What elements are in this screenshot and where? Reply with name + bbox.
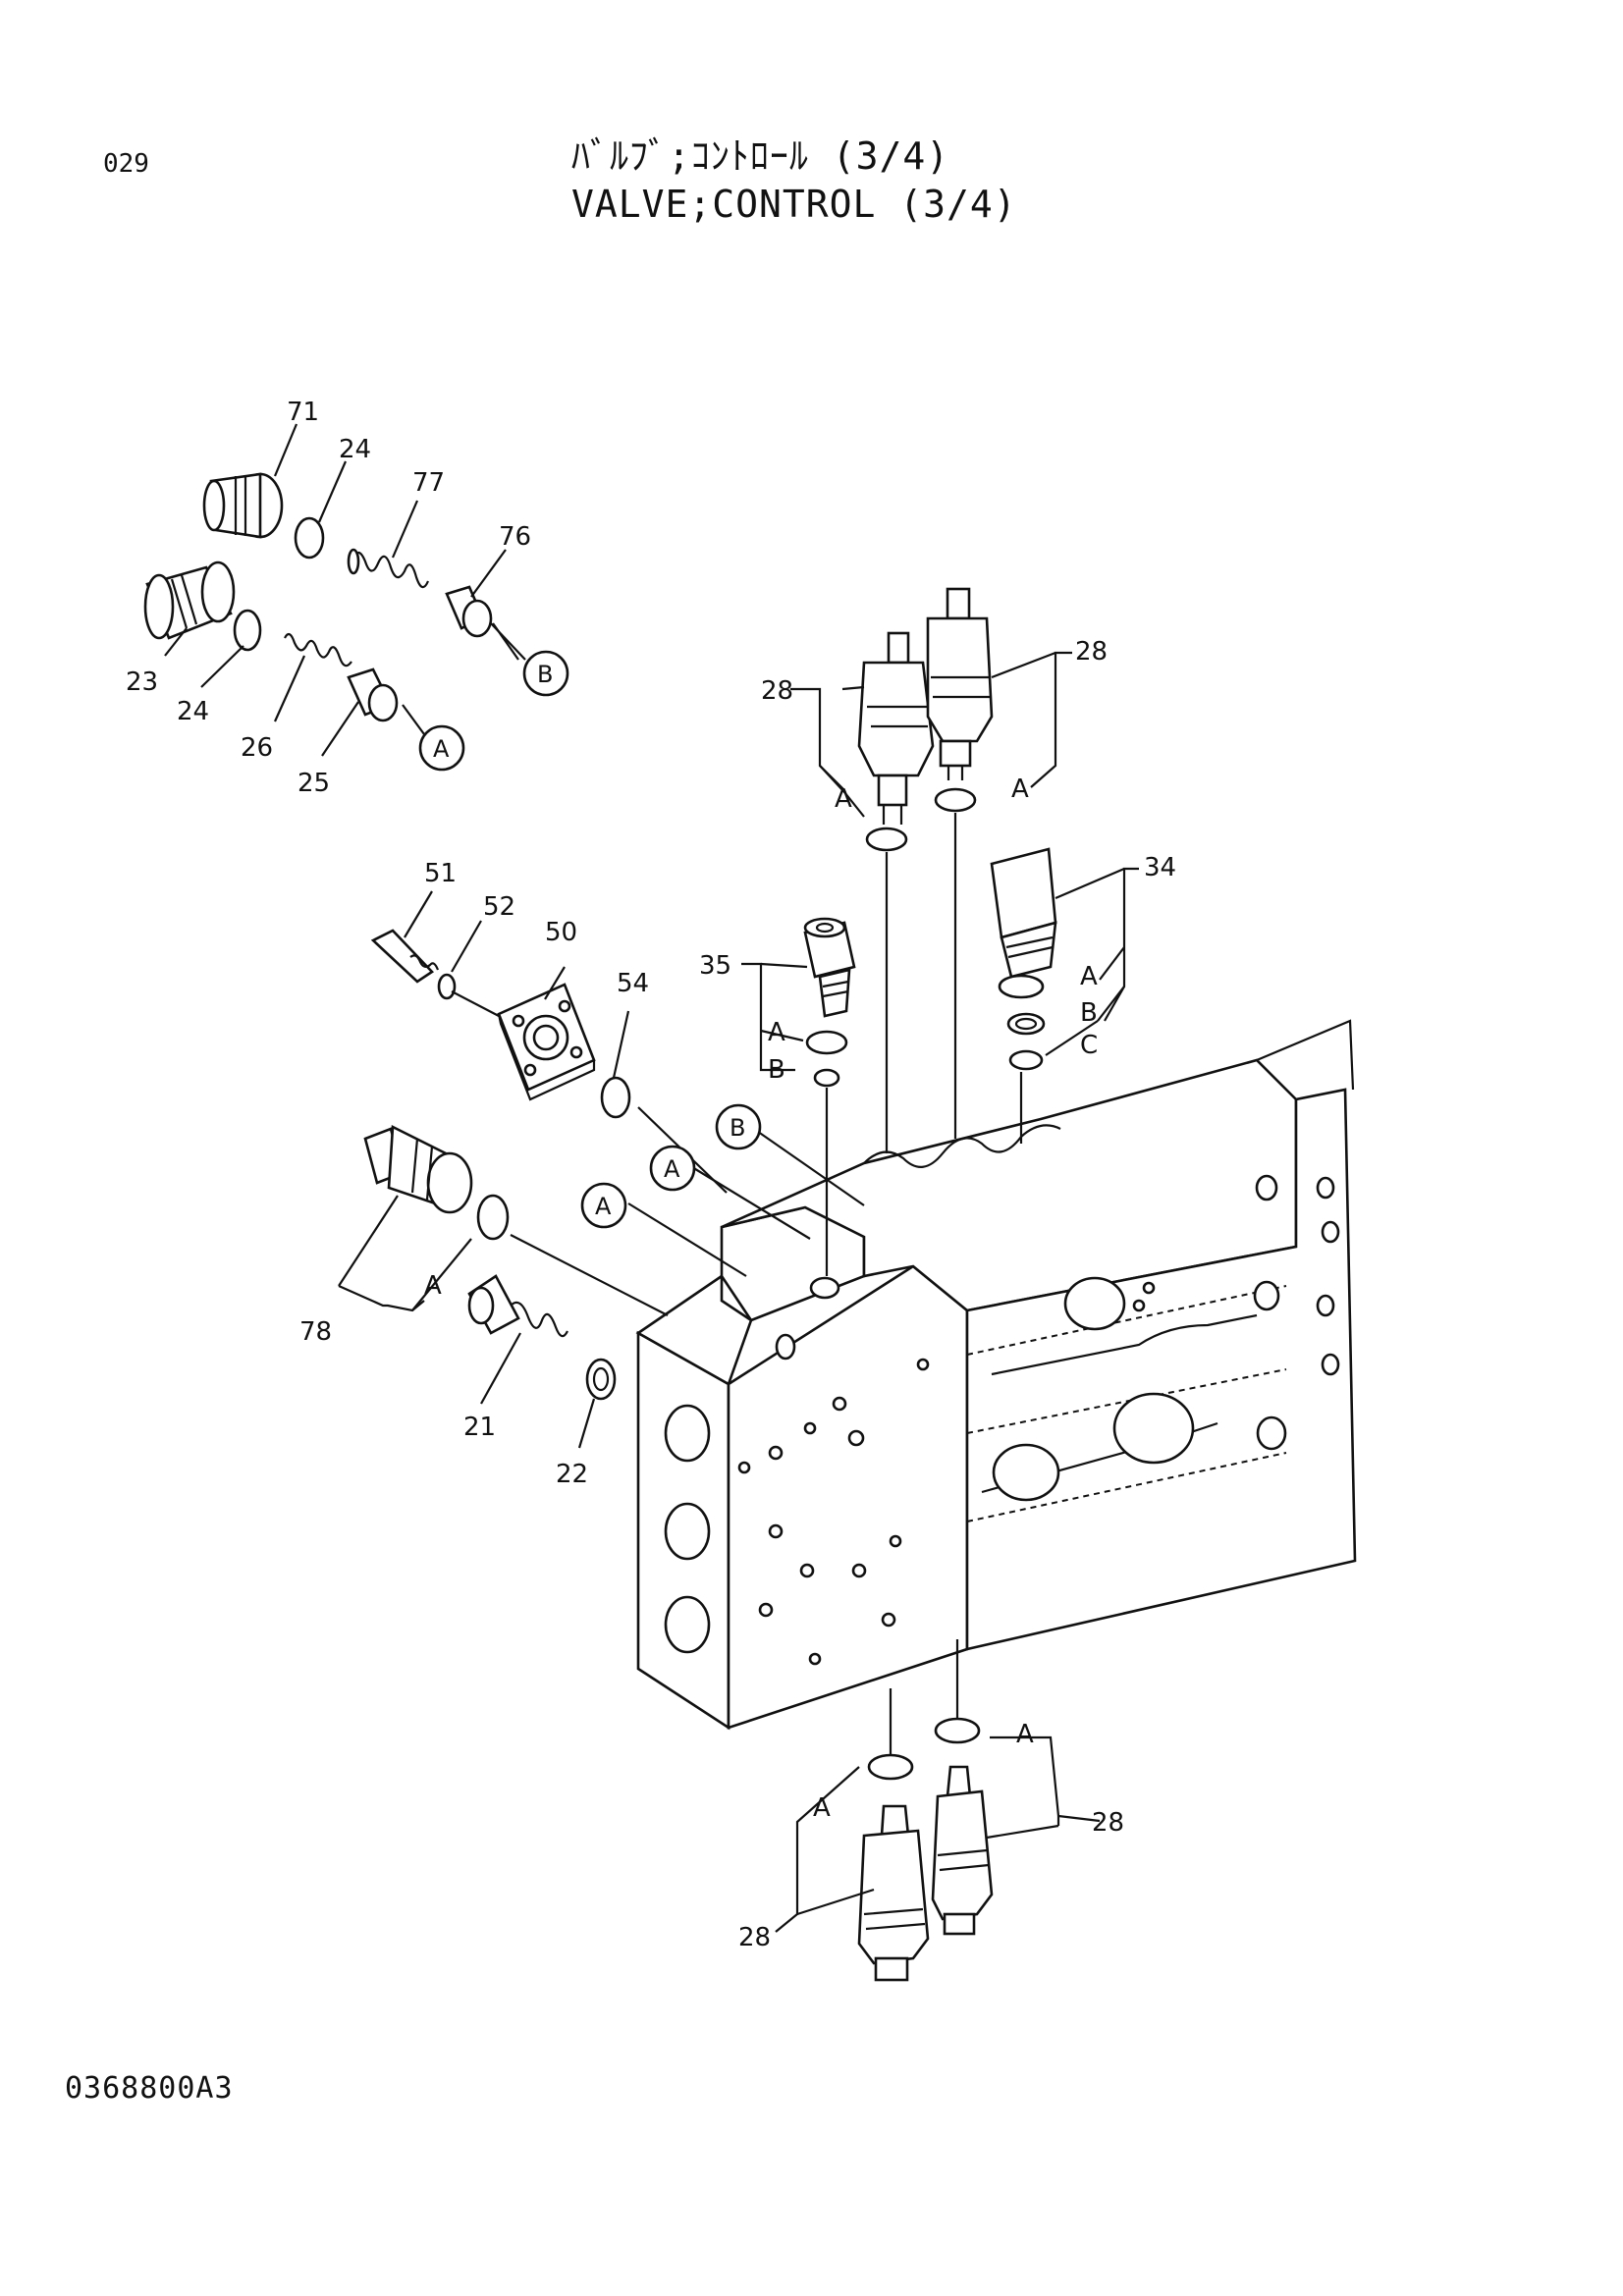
- callout-51: 51: [424, 859, 457, 888]
- svg-text:A: A: [595, 1193, 612, 1220]
- part-71-plug: [202, 472, 284, 539]
- ref-tag-a-body-2: A: [580, 1182, 627, 1229]
- part-24-oring-upper: [294, 516, 325, 560]
- callout-28-upper-left: 28: [761, 676, 793, 706]
- ref-tag-a-upper: A: [418, 724, 465, 772]
- callout-52: 52: [483, 892, 515, 922]
- letter-a-78: A: [424, 1271, 442, 1301]
- part-77-spring: [347, 548, 430, 589]
- part-24-oring-lower: [233, 609, 262, 652]
- callout-22: 22: [556, 1460, 588, 1489]
- part-78-valve: [363, 1124, 473, 1214]
- page-number: 029: [103, 149, 149, 179]
- part-23-plug: [143, 561, 236, 640]
- callout-24-lower: 24: [177, 697, 209, 726]
- part-28-relief-valve-lower-right: [931, 1765, 994, 1936]
- callout-28-upper-right: 28: [1075, 637, 1108, 667]
- svg-text:A: A: [664, 1155, 680, 1183]
- svg-text:B: B: [537, 661, 553, 688]
- letter-a-lower-right: A: [1016, 1720, 1034, 1749]
- part-51-bolt: [370, 929, 440, 984]
- letter-b-35: B: [768, 1055, 785, 1085]
- part-76-cap: [445, 585, 493, 638]
- part-35-plug: [803, 917, 856, 1088]
- callout-78: 78: [299, 1317, 332, 1347]
- part-21-bolt: [467, 1274, 568, 1338]
- callout-34: 34: [1144, 853, 1176, 882]
- callout-54: 54: [617, 969, 649, 998]
- ref-tag-b-body: B: [715, 1103, 762, 1150]
- svg-text:B: B: [730, 1114, 745, 1142]
- part-28-relief-valve-upper-left: [857, 631, 935, 825]
- letter-a-28-upper-left: A: [835, 784, 852, 814]
- part-50-flange-plate: [497, 983, 596, 1101]
- part-22-washer: [585, 1358, 617, 1401]
- ref-tag-b-upper: B: [522, 650, 569, 697]
- svg-text:A: A: [433, 735, 450, 763]
- part-78-oring: [476, 1194, 510, 1241]
- callout-28-lower-left: 28: [738, 1923, 771, 1952]
- part-28-relief-valve-upper-right: [926, 587, 994, 780]
- callout-labels: 71 24 77 76 23 24 26 25 28 28 34 35 51 5…: [126, 398, 1176, 1952]
- part-34-plug: [990, 847, 1057, 1071]
- callout-35: 35: [699, 951, 731, 981]
- part-28-relief-valve-lower-left: [857, 1804, 930, 1982]
- valve-body: [635, 1019, 1357, 1731]
- callout-71: 71: [287, 398, 319, 427]
- part-54-oring: [600, 1076, 631, 1119]
- callout-23: 23: [126, 667, 158, 697]
- callout-26: 26: [241, 733, 273, 763]
- part-25-cap: [347, 667, 399, 722]
- callout-24-upper: 24: [339, 435, 371, 464]
- callout-50: 50: [545, 918, 577, 947]
- ref-tags: B A B A A: [418, 650, 762, 1229]
- letter-a-34: A: [1080, 962, 1098, 991]
- title-japanese: ﾊﾞﾙﾌﾞ;ｺﾝﾄﾛｰﾙ (3/4): [571, 134, 950, 178]
- letter-b-34: B: [1080, 998, 1098, 1028]
- letter-a-lower-left: A: [813, 1793, 831, 1823]
- leader-lines: [164, 423, 1139, 1933]
- letter-a-35: A: [768, 1018, 785, 1047]
- letter-a-28-upper-right: A: [1011, 774, 1029, 804]
- title-english: VALVE;CONTROL (3/4): [571, 183, 1017, 226]
- part-26-spring: [284, 632, 352, 667]
- part-52-washer: [437, 973, 457, 1000]
- part-28-orings-upper: [865, 787, 977, 852]
- letter-c-34: C: [1080, 1031, 1098, 1060]
- ref-tag-a-body-1: A: [649, 1145, 696, 1192]
- drawing-code: 0368800A3: [65, 2071, 234, 2106]
- callout-76: 76: [499, 522, 531, 552]
- callout-21: 21: [463, 1413, 496, 1442]
- callout-28-lower-right: 28: [1092, 1808, 1124, 1838]
- part-28-orings-lower: [867, 1717, 981, 1781]
- callout-25: 25: [298, 769, 330, 798]
- callout-77: 77: [412, 468, 445, 498]
